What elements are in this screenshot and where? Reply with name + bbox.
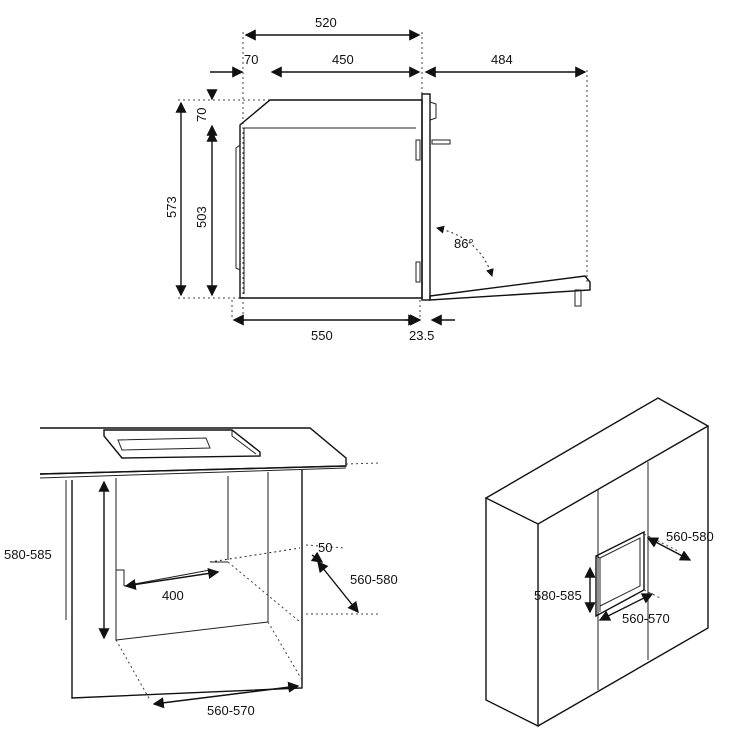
dim-450: 450 <box>332 52 354 67</box>
oven-side-view: 520 70 450 484 70 573 503 86° 550 23.5 <box>164 15 591 343</box>
open-door <box>429 275 591 301</box>
dim-550: 550 <box>311 328 333 343</box>
dim-angle: 86° <box>454 236 474 251</box>
oven-knob <box>431 139 451 145</box>
oven-niche <box>595 530 645 618</box>
oven-rear-bracket <box>235 144 241 271</box>
door-handle <box>574 289 582 307</box>
undercounter-depth: 560-580 <box>350 572 398 587</box>
tall-depth: 560-580 <box>666 529 714 544</box>
tall-height: 580-585 <box>534 588 582 603</box>
dim-573: 573 <box>164 196 179 218</box>
gap-50: 50 <box>318 540 332 555</box>
hob <box>103 429 261 459</box>
oven-body-outline <box>239 99 423 299</box>
dim-503: 503 <box>194 206 209 228</box>
undercounter-width: 560-570 <box>207 703 255 718</box>
dim-70-height: 70 <box>194 108 209 122</box>
dim-23-5: 23.5 <box>409 328 434 343</box>
oven-front-panel <box>421 93 431 301</box>
dim-484: 484 <box>491 52 513 67</box>
undercounter-height: 580-585 <box>4 547 52 562</box>
vent-400: 400 <box>162 588 184 603</box>
dim-70-depth: 70 <box>244 52 258 67</box>
undercounter-installation: 580-585 400 50 560-580 560-570 <box>4 427 398 718</box>
tall-cabinet-installation: 580-585 560-580 560-570 <box>484 397 714 728</box>
dim-520: 520 <box>315 15 337 30</box>
tall-width: 560-570 <box>622 611 670 626</box>
